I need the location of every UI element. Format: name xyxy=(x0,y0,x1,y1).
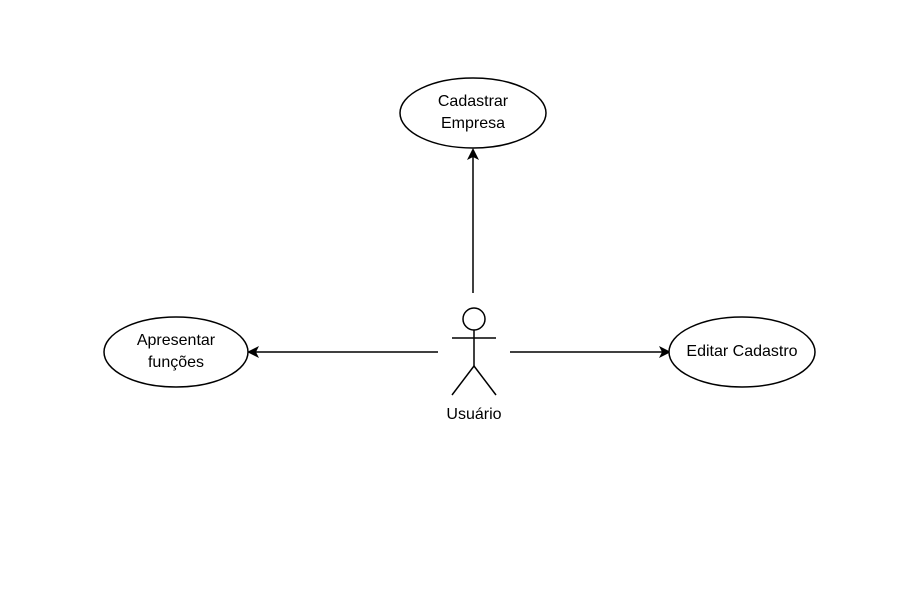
actor-stick-figure-icon[interactable] xyxy=(451,307,497,396)
use-case-label-cadastrar-empresa: Cadastrar Empresa xyxy=(437,93,509,132)
use-case-label-editar-cadastro: Editar Cadastro xyxy=(686,343,798,360)
actor-label: Usuário xyxy=(446,406,502,423)
use-case-cadastrar-empresa[interactable] xyxy=(399,77,547,149)
actor-right-leg xyxy=(473,365,497,396)
actor-left-leg xyxy=(451,365,475,396)
use-case-label-apresentar-funcoes: Apresentar funções xyxy=(136,332,216,371)
use-case-editar-cadastro[interactable] xyxy=(668,316,816,388)
use-case-apresentar-funcoes[interactable] xyxy=(103,316,249,388)
actor-head xyxy=(462,307,486,331)
